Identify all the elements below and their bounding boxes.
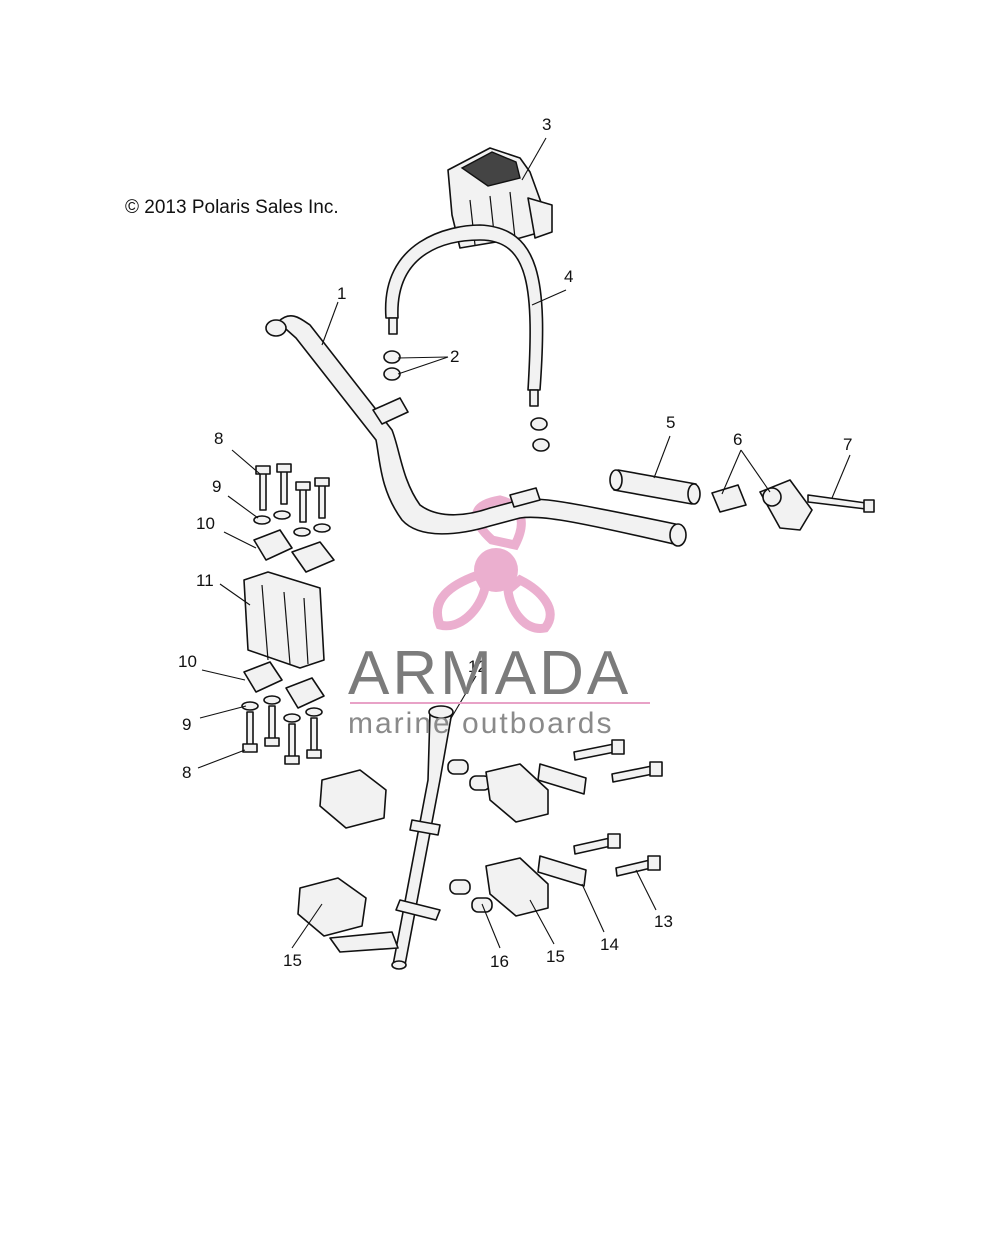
nuts [383, 350, 550, 452]
callout-labels: 3 4 1 2 5 6 7 8 9 10 11 10 9 8 12 13 14 … [178, 115, 852, 971]
callout-2: 2 [450, 347, 459, 366]
callout-11: 11 [196, 571, 214, 590]
callout-15-right: 15 [546, 947, 565, 966]
handlebar-pad [447, 147, 553, 249]
callout-8-bottom: 8 [182, 763, 191, 782]
callout-3: 3 [542, 115, 551, 134]
callout-16: 16 [490, 952, 509, 971]
lower-brackets [297, 739, 663, 937]
callout-13: 13 [654, 912, 673, 931]
long-bolt [807, 494, 875, 513]
leader-lines [197, 137, 851, 949]
end-caps [711, 479, 813, 531]
callout-8-top: 8 [214, 429, 223, 448]
steering-post [329, 705, 454, 970]
callout-9-bottom: 9 [182, 715, 191, 734]
callout-10-top: 10 [196, 514, 215, 533]
callout-14: 14 [600, 935, 619, 954]
watermark-tagline: marine outboards [348, 707, 613, 740]
handlebar [265, 315, 687, 547]
callout-5: 5 [666, 413, 675, 432]
callout-12: 12 [468, 657, 487, 676]
watermark: ARMADA marine outboards [348, 639, 650, 740]
crossbar-arch [385, 224, 544, 407]
callout-10-bottom: 10 [178, 652, 197, 671]
callout-6: 6 [733, 430, 742, 449]
clamp-stack [241, 463, 335, 765]
watermark-brand: ARMADA [348, 639, 631, 708]
propeller-logo [432, 495, 555, 633]
callout-7: 7 [843, 435, 852, 454]
callout-15-left: 15 [283, 951, 302, 970]
callout-9-top: 9 [212, 477, 221, 496]
copyright-text: © 2013 Polaris Sales Inc. [125, 197, 339, 218]
callout-1: 1 [337, 284, 346, 303]
grip-tube [609, 469, 701, 505]
callout-4: 4 [564, 267, 573, 286]
